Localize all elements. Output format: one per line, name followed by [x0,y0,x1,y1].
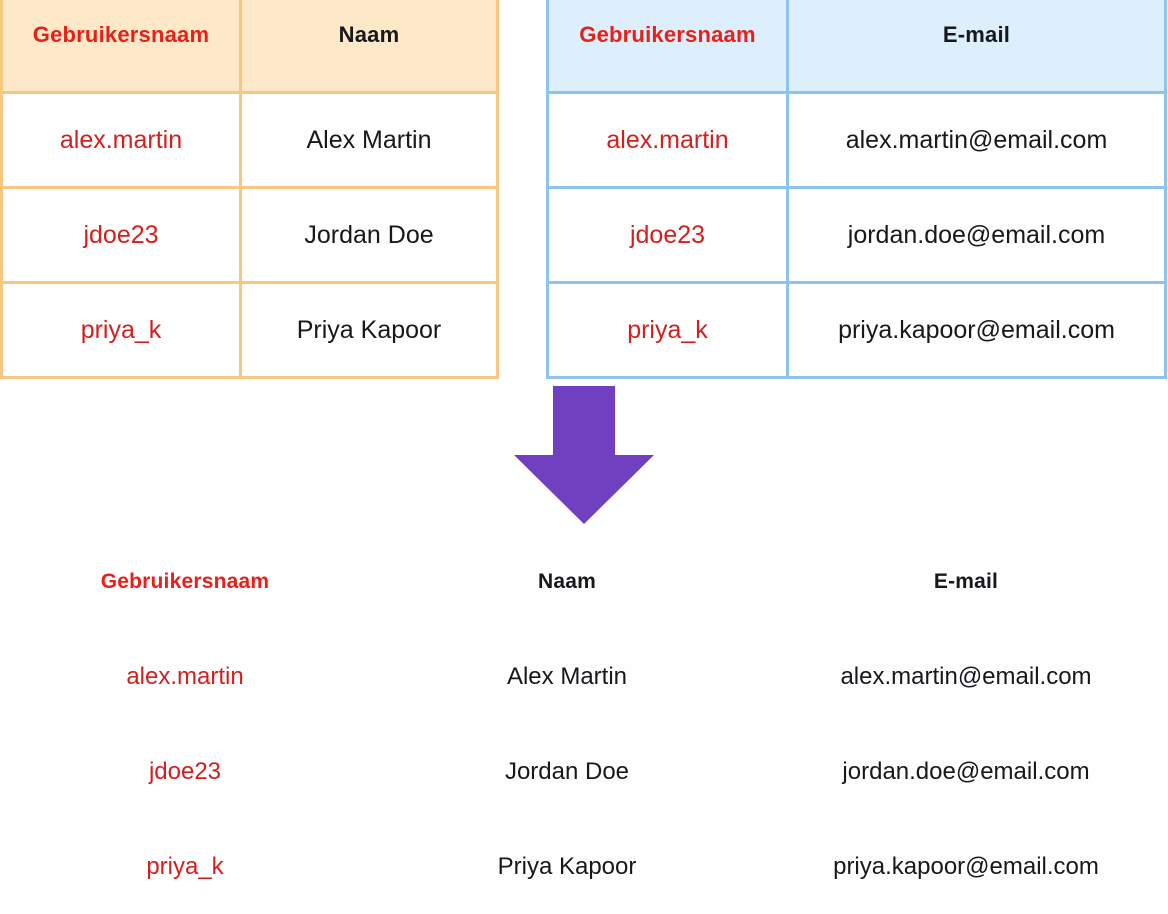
table-row: alex.martin Alex Martin alex.martin@emai… [2,629,1166,724]
table-row: jdoe23 jordan.doe@email.com [546,186,1167,284]
table-header-row: Gebruikersnaam E-mail [546,0,1167,94]
cell-username: priya_k [546,281,789,379]
cell-username: jdoe23 [546,186,789,284]
column-header-email: E-mail [786,0,1167,94]
table-row: jdoe23 Jordan Doe jordan.doe@email.com [2,724,1166,819]
cell-name: Priya Kapoor [239,281,499,379]
source-table-emails: Gebruikersnaam E-mail alex.martin alex.m… [546,0,1167,379]
cell-email: priya.kapoor@email.com [766,819,1166,914]
table-header-row: Gebruikersnaam Naam E-mail [2,534,1166,629]
column-header-naam: Naam [368,534,766,629]
cell-username: priya_k [0,281,242,379]
cell-name: Alex Martin [239,91,499,189]
table-row: alex.martin Alex Martin [0,91,499,189]
merged-result-table: Gebruikersnaam Naam E-mail alex.martin A… [2,534,1166,914]
arrow-down-icon [514,386,654,524]
table-row: priya_k priya.kapoor@email.com [546,281,1167,379]
cell-name: Jordan Doe [239,186,499,284]
cell-username: jdoe23 [0,186,242,284]
cell-username: jdoe23 [2,724,368,819]
column-header-email: E-mail [766,534,1166,629]
column-header-gebruikersnaam: Gebruikersnaam [0,0,242,94]
cell-username: priya_k [2,819,368,914]
table-header-row: Gebruikersnaam Naam [0,0,499,94]
cell-username: alex.martin [2,629,368,724]
cell-email: priya.kapoor@email.com [786,281,1167,379]
cell-name: Priya Kapoor [368,819,766,914]
cell-name: Jordan Doe [368,724,766,819]
cell-email: alex.martin@email.com [766,629,1166,724]
column-header-naam: Naam [239,0,499,94]
cell-email: jordan.doe@email.com [786,186,1167,284]
cell-email: jordan.doe@email.com [766,724,1166,819]
cell-name: Alex Martin [368,629,766,724]
table-row: alex.martin alex.martin@email.com [546,91,1167,189]
column-header-gebruikersnaam: Gebruikersnaam [546,0,789,94]
cell-email: alex.martin@email.com [786,91,1167,189]
table-row: jdoe23 Jordan Doe [0,186,499,284]
cell-username: alex.martin [0,91,242,189]
source-table-usernames: Gebruikersnaam Naam alex.martin Alex Mar… [0,0,499,379]
column-header-gebruikersnaam: Gebruikersnaam [2,534,368,629]
cell-username: alex.martin [546,91,789,189]
table-row: priya_k Priya Kapoor priya.kapoor@email.… [2,819,1166,914]
table-row: priya_k Priya Kapoor [0,281,499,379]
